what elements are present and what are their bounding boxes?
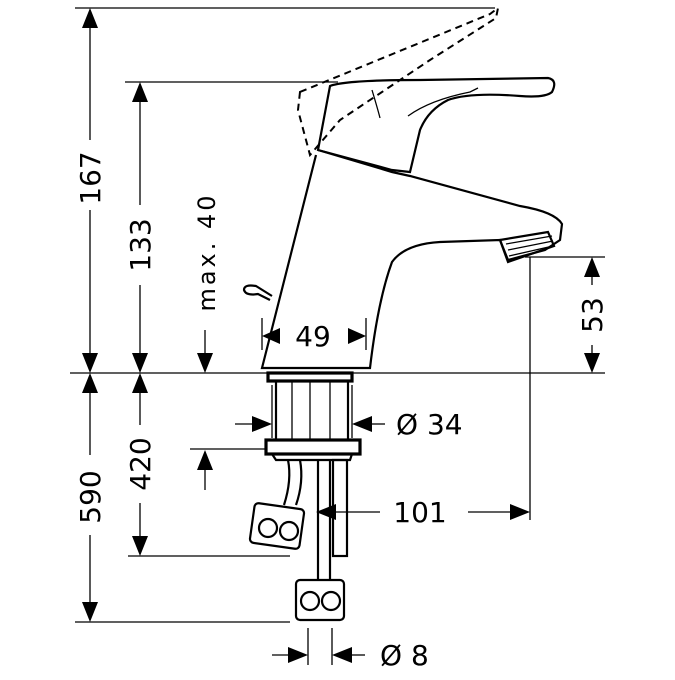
dimension-167: 167 (74, 8, 107, 373)
label-diameter-8: Ø 8 (380, 639, 429, 672)
label-49: 49 (295, 320, 331, 353)
arrow-up-53 (584, 257, 600, 277)
dimension-420: 420 (124, 373, 157, 556)
arrow-right-d34 (252, 416, 272, 432)
dimension-53: 53 (576, 257, 609, 373)
left-hose-connector (248, 502, 306, 550)
arrow-right-101 (510, 504, 530, 520)
dimension-49: 49 (261, 318, 367, 353)
mounting-nut (264, 438, 362, 456)
lever (316, 76, 556, 174)
faucet-body (242, 5, 564, 622)
body (260, 148, 564, 370)
arrow-down-max40 (197, 353, 213, 373)
label-101: 101 (393, 496, 446, 529)
left-hose (282, 459, 291, 506)
label-max-40: max. 40 (193, 192, 221, 311)
arrow-down-590 (82, 602, 98, 622)
arrow-up-590 (82, 373, 98, 393)
label-diameter-34: Ø 34 (396, 408, 463, 441)
aerator (498, 230, 556, 264)
arrow-down-420 (132, 536, 148, 556)
raised-lever-outline (296, 5, 500, 158)
arrow-left-d34 (352, 416, 372, 432)
arrow-right-d8 (288, 647, 308, 663)
dimension-133: 133 (124, 82, 157, 373)
dimension-max-40: max. 40 (193, 192, 221, 373)
label-53: 53 (576, 297, 609, 333)
arrow-down-53 (584, 353, 600, 373)
label-590: 590 (74, 470, 107, 523)
arrow-up-420 (132, 373, 148, 393)
label-133: 133 (124, 218, 157, 271)
dimension-101: 101 (316, 496, 530, 529)
nut-arrow (197, 450, 213, 490)
bottom-hose-connector (294, 578, 346, 622)
lever-highlight (371, 87, 479, 119)
label-167: 167 (74, 151, 107, 204)
base-plate (266, 371, 354, 383)
dimension-diameter-8: Ø 8 (272, 628, 429, 672)
drain-rod (331, 458, 349, 558)
arrow-up-133 (132, 82, 148, 102)
arrow-right-49 (348, 328, 366, 344)
dimension-diameter-34: Ø 34 (235, 385, 463, 441)
label-420: 420 (124, 437, 157, 490)
arrow-up-167 (82, 8, 98, 28)
popup-rod (242, 284, 273, 301)
dimension-590: 590 (74, 373, 107, 622)
arrow-down-133 (132, 353, 148, 373)
arrow-down-167 (82, 353, 98, 373)
arrow-left-d8 (332, 647, 352, 663)
